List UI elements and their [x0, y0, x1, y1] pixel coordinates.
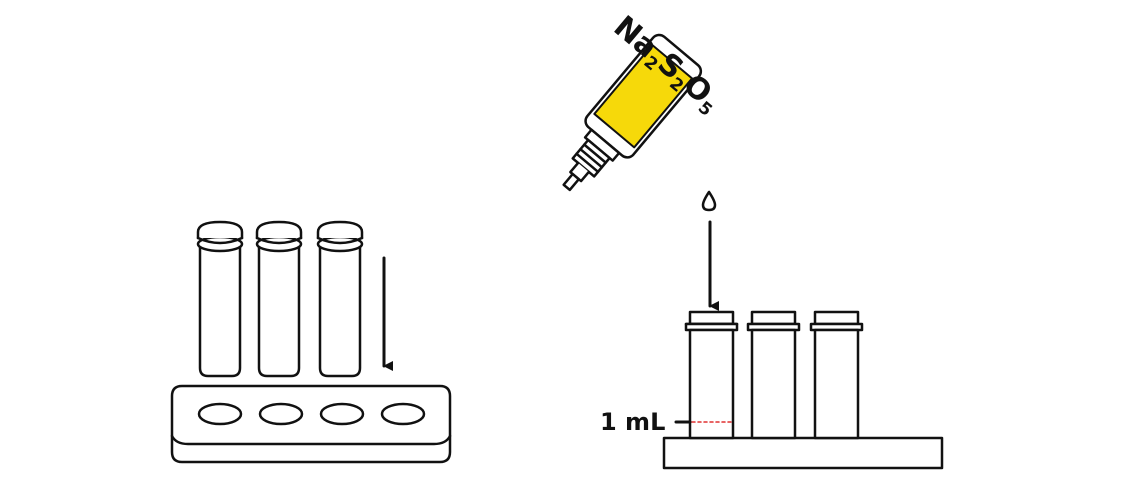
test-tube [809, 310, 864, 440]
right-rack-scene: Na2S2O5 [562, 9, 944, 470]
rack-hole [319, 402, 365, 426]
reagent-label [593, 43, 694, 149]
test-tube [255, 220, 303, 378]
test-tube [746, 310, 801, 440]
rack-hole [197, 402, 243, 426]
liquid-drop-icon [701, 190, 717, 212]
volume-label: 1 mL [600, 408, 665, 436]
tube-rack-base [662, 436, 944, 470]
rack-hole [258, 402, 304, 426]
left-rack-scene [170, 220, 452, 464]
rack-hole [380, 402, 426, 426]
test-tube-target [684, 310, 739, 440]
dropper-bottle [562, 33, 703, 192]
test-tube [196, 220, 244, 378]
tube-rack-block [170, 384, 452, 464]
test-tube [316, 220, 364, 378]
